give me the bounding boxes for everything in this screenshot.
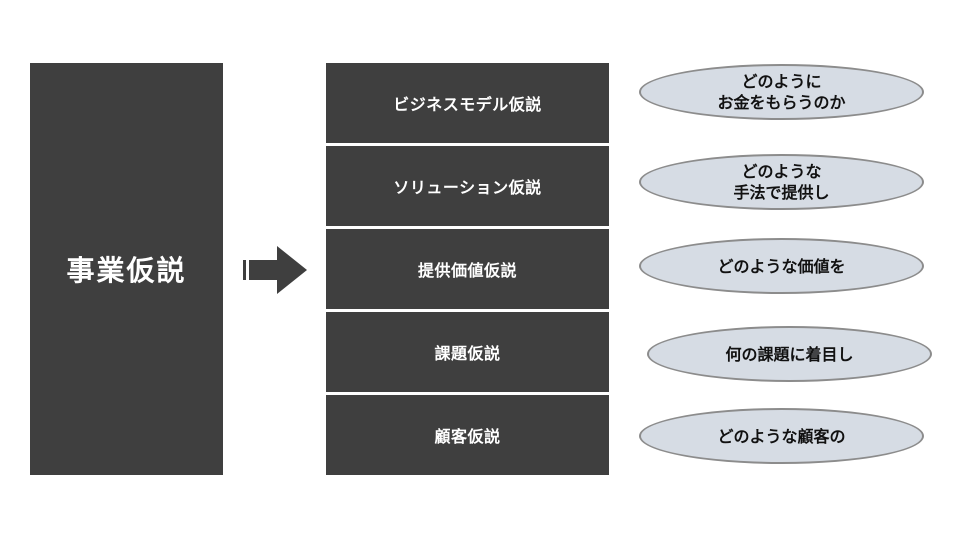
right-arrow-icon [243,246,307,294]
hypothesis-box-value: 提供価値仮説 [326,229,609,309]
hypothesis-label: 課題仮説 [434,344,501,363]
hypothesis-box-business-model: ビジネスモデル仮説 [326,63,609,143]
question-text-line: お金をもらうのか [717,93,846,112]
hypothesis-box-problem: 課題仮説 [326,312,609,392]
question-text-line: どのような顧客の [717,426,846,446]
hypothesis-label: 提供価値仮説 [417,261,517,280]
question-text-line: 何の課題に着目し [725,344,854,364]
question-ellipse-solution: どのような 手法で提供し [639,154,924,210]
hypothesis-label: ビジネスモデル仮説 [393,95,542,114]
hypothesis-box-solution: ソリューション仮説 [326,146,609,226]
question-ellipse-business-model: どのように お金をもらうのか [639,64,924,120]
hypothesis-label: ソリューション仮説 [393,178,542,197]
hypothesis-box-customer: 顧客仮説 [326,395,609,475]
question-text-line: どのように [741,72,822,91]
question-ellipse-customer: どのような顧客の [639,408,924,464]
question-ellipse-problem: 何の課題に着目し [647,326,932,382]
question-text-line: 手法で提供し [733,183,830,202]
question-text-line: どのような [741,162,822,181]
business-hypothesis-box: 事業仮説 [30,63,223,475]
question-ellipse-value: どのような価値を [639,238,924,294]
hypothesis-label: 顧客仮説 [434,427,501,446]
business-hypothesis-label: 事業仮説 [66,254,187,287]
question-text-line: どのような価値を [717,256,846,276]
